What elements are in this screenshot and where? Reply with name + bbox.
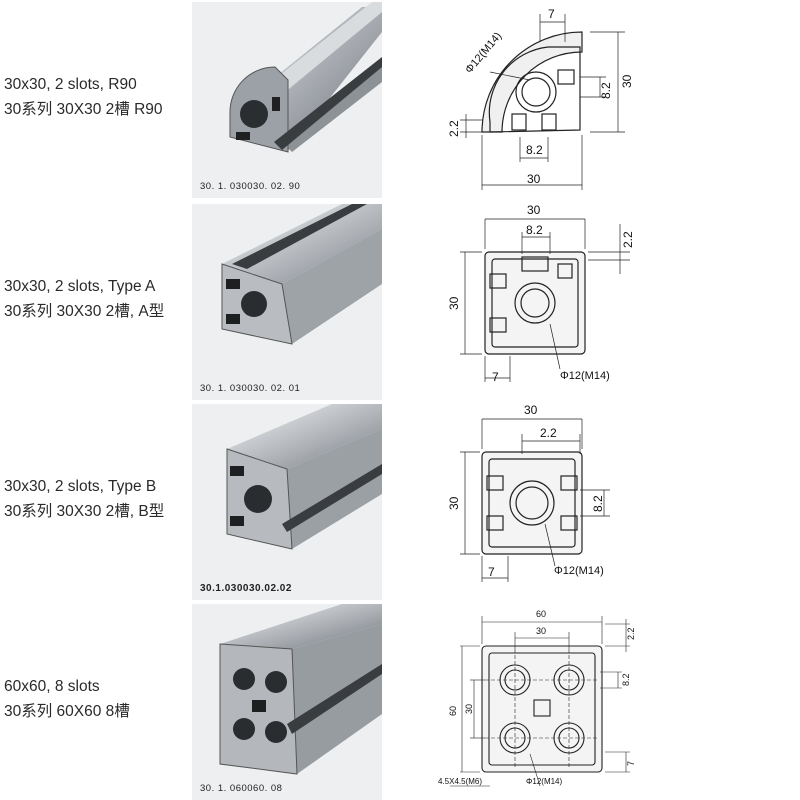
dim-slot: 8.2 [621, 673, 631, 686]
dim-diameter: Φ12(M14) [554, 565, 604, 577]
profile-render-image [229, 2, 382, 153]
part-number: 30. 1. 060060. 08 [200, 783, 283, 794]
product-photo: 30. 1. 060060. 08 [192, 604, 382, 800]
dim-diameter: Φ12(M14) [463, 30, 504, 76]
dim-slot: 8.2 [526, 223, 543, 237]
dim-height: 60 [448, 706, 458, 716]
label-english: 60x60, 8 slots [4, 678, 100, 695]
technical-drawing: 60 30 2.2 8.2 60 30 7 4.5X4.5(M6) Φ12(M1… [430, 604, 640, 800]
label-chinese: 30系列 30X30 2槽, A型 [4, 303, 165, 320]
cross-section-drawing: 30 8.2 2.2 30 7 Φ12(M14) [447, 204, 635, 384]
dim-corner: 7 [626, 761, 636, 766]
product-photo: 30. 1. 030030. 02. 90 [192, 2, 382, 198]
dim-inner: 30 [536, 626, 546, 636]
product-label: 30x30, 2 slots, R90 30系列 30X30 2槽 R90 [4, 72, 163, 122]
technical-drawing: 30 30 7 8.2 8.2 2.2 Φ12(M14) [430, 2, 640, 198]
label-chinese: 30系列 30X30 2槽, B型 [4, 503, 165, 520]
label-english: 30x30, 2 slots, Type B [4, 478, 157, 495]
dim-width: 60 [536, 609, 546, 619]
dim-height: 30 [620, 74, 634, 88]
product-label: 60x60, 8 slots 30系列 60X60 8槽 [4, 674, 130, 724]
dim-height: 30 [447, 496, 461, 510]
profile-render-image [226, 404, 382, 550]
label-english: 30x30, 2 slots, Type A [4, 278, 156, 295]
cross-section-drawing: 30 30 7 8.2 8.2 2.2 Φ12(M14) [447, 7, 634, 190]
dim-slot: 8.2 [591, 495, 605, 512]
dim-width: 30 [524, 404, 538, 417]
part-number: 30. 1. 030030. 02. 01 [200, 383, 301, 394]
dim-diameter: Φ12(M14) [560, 370, 610, 382]
product-row-type-b: 30x30, 2 slots, Type B 30系列 30X30 2槽, B型… [0, 404, 800, 600]
cross-section-drawing: 60 30 2.2 8.2 60 30 7 4.5X4.5(M6) Φ12(M1… [438, 609, 636, 787]
dim-top: 7 [548, 7, 555, 21]
part-number: 30.1.030030.02.02 [200, 583, 292, 594]
dim-height: 30 [447, 296, 461, 310]
product-row-60x60: 60x60, 8 slots 30系列 60X60 8槽 30. 1. 0600… [0, 604, 800, 800]
dim-thread: 4.5X4.5(M6) [438, 777, 482, 786]
dim-inner-vertical: 30 [464, 704, 474, 714]
dim-width: 30 [527, 204, 541, 217]
technical-drawing: 30 8.2 2.2 30 7 Φ12(M14) [430, 204, 640, 400]
part-number: 30. 1. 030030. 02. 90 [200, 181, 301, 192]
label-english: 30x30, 2 slots, R90 [4, 76, 137, 93]
product-photo: 30. 1. 030030. 02. 01 [192, 204, 382, 400]
label-chinese: 30系列 60X60 8槽 [4, 703, 130, 720]
profile-render-image [219, 604, 382, 775]
dim-diameter: Φ12(M14) [526, 777, 563, 786]
dim-left-bottom: 7 [492, 370, 499, 384]
dim-lip: 2.2 [621, 231, 635, 248]
dim-width: 30 [527, 172, 541, 186]
product-label: 30x30, 2 slots, Type B 30系列 30X30 2槽, B型 [4, 474, 164, 524]
dim-right-slot: 8.2 [599, 82, 613, 99]
technical-drawing: 30 2.2 30 8.2 7 Φ12(M14) [430, 404, 640, 600]
product-row-r90: 30x30, 2 slots, R90 30系列 30X30 2槽 R90 30… [0, 2, 800, 198]
product-photo: 30.1.030030.02.02 [192, 404, 382, 600]
profile-render-image [221, 204, 382, 345]
product-label: 30x30, 2 slots, Type A 30系列 30X30 2槽, A型 [4, 274, 164, 324]
dim-lip: 2.2 [540, 426, 557, 440]
product-row-type-a: 30x30, 2 slots, Type A 30系列 30X30 2槽, A型… [0, 204, 800, 400]
dim-lip: 2.2 [626, 627, 636, 640]
label-chinese: 30系列 30X30 2槽 R90 [4, 101, 163, 118]
dim-left: 2.2 [447, 120, 461, 137]
dim-bottom-slot: 8.2 [526, 143, 543, 157]
cross-section-drawing: 30 2.2 30 8.2 7 Φ12(M14) [447, 404, 610, 582]
dim-left-bottom: 7 [488, 565, 495, 579]
